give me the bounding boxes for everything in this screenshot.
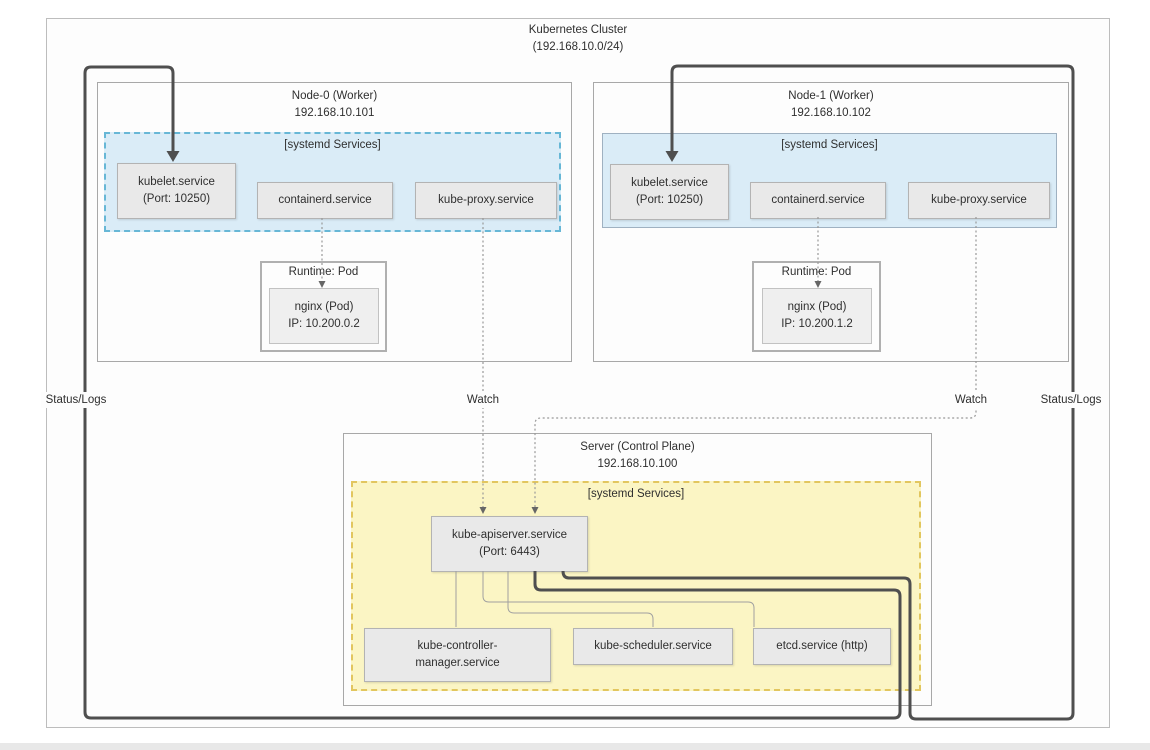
node1-kube-proxy-service-box: kube-proxy.service xyxy=(908,182,1050,219)
apiserver-name: kube-apiserver.service xyxy=(451,529,568,541)
node1-nginx-pod-box: nginx (Pod) IP: 10.200.1.2 xyxy=(762,288,872,344)
node1-title-block: Node-1 (Worker) 192.168.10.102 xyxy=(594,83,1068,122)
node1-containerd-name: containerd.service xyxy=(771,194,865,206)
controller-manager-name-1: kube-controller- xyxy=(417,640,498,652)
status-logs-label-right: Status/Logs xyxy=(1036,392,1106,408)
node0-title-block: Node-0 (Worker) 192.168.10.101 xyxy=(98,83,571,122)
node0-kubelet-service-box: kubelet.service (Port: 10250) xyxy=(117,163,236,219)
node0-runtime-label: Runtime: Pod xyxy=(288,266,359,278)
node1-pod-name: nginx (Pod) xyxy=(787,301,847,313)
status-logs-label-left: Status/Logs xyxy=(41,392,111,408)
node0-pod-ip: IP: 10.200.0.2 xyxy=(288,318,360,330)
node0-nginx-pod-box: nginx (Pod) IP: 10.200.0.2 xyxy=(269,288,379,344)
node1-kubelet-port: (Port: 10250) xyxy=(635,194,704,206)
kube-apiserver-box: kube-apiserver.service (Port: 6443) xyxy=(431,516,588,572)
cluster-title: Kubernetes Cluster xyxy=(528,24,628,36)
kube-controller-manager-box: kube-controller- manager.service xyxy=(364,628,551,682)
node1-systemd-label: [systemd Services] xyxy=(781,139,878,151)
control-plane-title-block: Server (Control Plane) 192.168.10.100 xyxy=(344,434,931,473)
node0-runtime-pod-box: Runtime: Pod nginx (Pod) IP: 10.200.0.2 xyxy=(260,261,387,352)
node0-ip: 192.168.10.101 xyxy=(294,107,375,119)
window-bottom-edge xyxy=(0,743,1150,750)
watch-label-left: Watch xyxy=(450,392,516,408)
node0-kube-proxy-service-box: kube-proxy.service xyxy=(415,182,557,219)
node1-box: Node-1 (Worker) 192.168.10.102 [systemd … xyxy=(593,82,1069,362)
kube-scheduler-box: kube-scheduler.service xyxy=(573,628,733,665)
node0-systemd-label: [systemd Services] xyxy=(284,139,381,151)
controller-manager-name-2: manager.service xyxy=(415,657,500,669)
node1-runtime-pod-box: Runtime: Pod nginx (Pod) IP: 10.200.1.2 xyxy=(752,261,881,352)
cluster-title-block: Kubernetes Cluster (192.168.10.0/24) xyxy=(46,22,1110,56)
node1-kubelet-name: kubelet.service xyxy=(631,177,708,189)
node0-kube-proxy-name: kube-proxy.service xyxy=(438,194,534,206)
watch-label-right: Watch xyxy=(938,392,1004,408)
node0-kubelet-port: (Port: 10250) xyxy=(142,193,211,205)
node0-kubelet-name: kubelet.service xyxy=(138,176,215,188)
control-plane-title: Server (Control Plane) xyxy=(580,441,695,453)
control-plane-ip: 192.168.10.100 xyxy=(597,458,678,470)
node1-systemd-panel: [systemd Services] kubelet.service (Port… xyxy=(602,133,1057,228)
etcd-box: etcd.service (http) xyxy=(753,628,891,665)
node1-title: Node-1 (Worker) xyxy=(788,90,874,102)
node0-pod-name: nginx (Pod) xyxy=(294,301,354,313)
apiserver-port: (Port: 6443) xyxy=(479,546,540,558)
node1-kubelet-service-box: kubelet.service (Port: 10250) xyxy=(610,164,729,220)
node0-containerd-name: containerd.service xyxy=(278,194,372,206)
server-systemd-label: [systemd Services] xyxy=(587,488,685,500)
node0-title: Node-0 (Worker) xyxy=(291,90,378,102)
node1-kube-proxy-name: kube-proxy.service xyxy=(931,194,1027,206)
cluster-subnet: (192.168.10.0/24) xyxy=(532,41,624,53)
node0-containerd-service-box: containerd.service xyxy=(257,182,393,219)
scheduler-name: kube-scheduler.service xyxy=(594,640,712,652)
node1-runtime-label: Runtime: Pod xyxy=(781,266,852,278)
node1-containerd-service-box: containerd.service xyxy=(750,182,886,219)
node1-pod-ip: IP: 10.200.1.2 xyxy=(781,318,853,330)
node0-box: Node-0 (Worker) 192.168.10.101 [systemd … xyxy=(97,82,572,362)
node1-ip: 192.168.10.102 xyxy=(791,107,871,119)
control-plane-box: Server (Control Plane) 192.168.10.100 [s… xyxy=(343,433,932,706)
node0-systemd-panel: [systemd Services] kubelet.service (Port… xyxy=(104,132,561,232)
etcd-name: etcd.service (http) xyxy=(776,640,868,652)
